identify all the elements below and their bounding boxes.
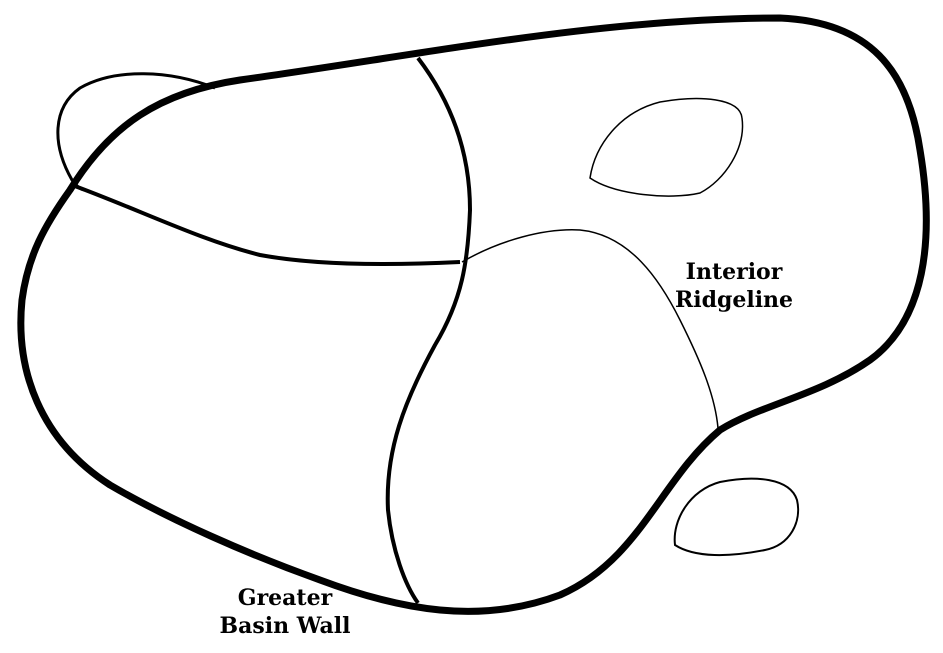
interior-ridgeline-label: Interior Ridgeline (664, 258, 804, 314)
north-west-ridge (71, 183, 461, 266)
interior-ridgeline-label-line1: Interior (685, 259, 783, 285)
interior-ridgeline-label-line2: Ridgeline (674, 287, 794, 313)
greater-basin-wall-label: Greater Basin Wall (200, 584, 370, 640)
greater-basin-wall (17, 14, 930, 615)
exterior-island-loop (673, 477, 800, 557)
greater-basin-wall-label-line1: Greater (237, 585, 333, 611)
interior-island-loop (589, 97, 744, 197)
greater-basin-wall-label-line2: Basin Wall (219, 613, 351, 639)
interior-ridgeline (461, 229, 719, 429)
central-ridge (385, 56, 473, 605)
